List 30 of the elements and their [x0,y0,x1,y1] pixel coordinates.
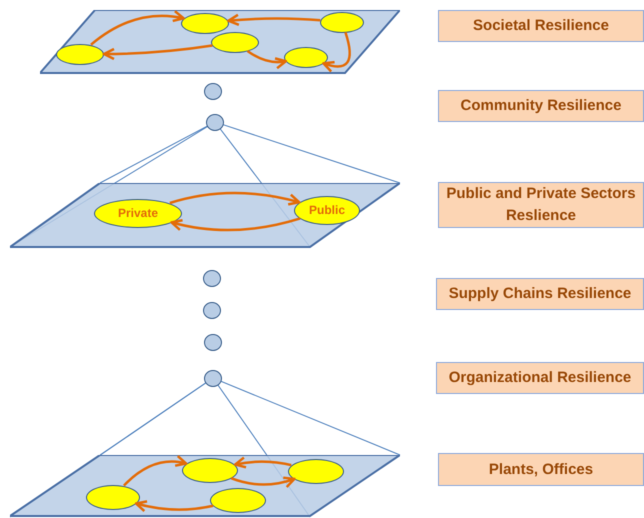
level-label: Community Resilience [438,90,644,122]
arrow [227,14,320,26]
projection-line [223,124,400,184]
level-label: Public and Private Sectors Reslience [438,182,644,228]
arrow [234,456,292,469]
arrow [123,455,188,486]
circle-dot [203,270,221,286]
layer-plane [10,455,400,517]
layer-plane [40,10,400,74]
arrow [246,50,288,70]
level-label: Societal Resilience [438,10,644,42]
circle-dot [203,302,221,318]
circle-dot [204,334,222,350]
circle-dot [204,82,222,100]
level-label: Plants, Offices [438,453,644,486]
projection-line [100,382,206,456]
arrow [230,476,296,488]
arrow [102,44,213,60]
arrow [170,217,300,232]
projection-line [100,126,208,184]
projection-line [220,380,400,456]
arrow [322,32,351,72]
circle-dot [204,370,222,386]
level-label: Supply Chains Resilience [436,278,644,310]
arrow [90,10,185,46]
level-label: Organizational Resilience [436,362,644,394]
arrow [134,500,214,512]
layer-plane [10,183,400,248]
arrow [170,192,300,206]
circle-dot [206,114,224,130]
